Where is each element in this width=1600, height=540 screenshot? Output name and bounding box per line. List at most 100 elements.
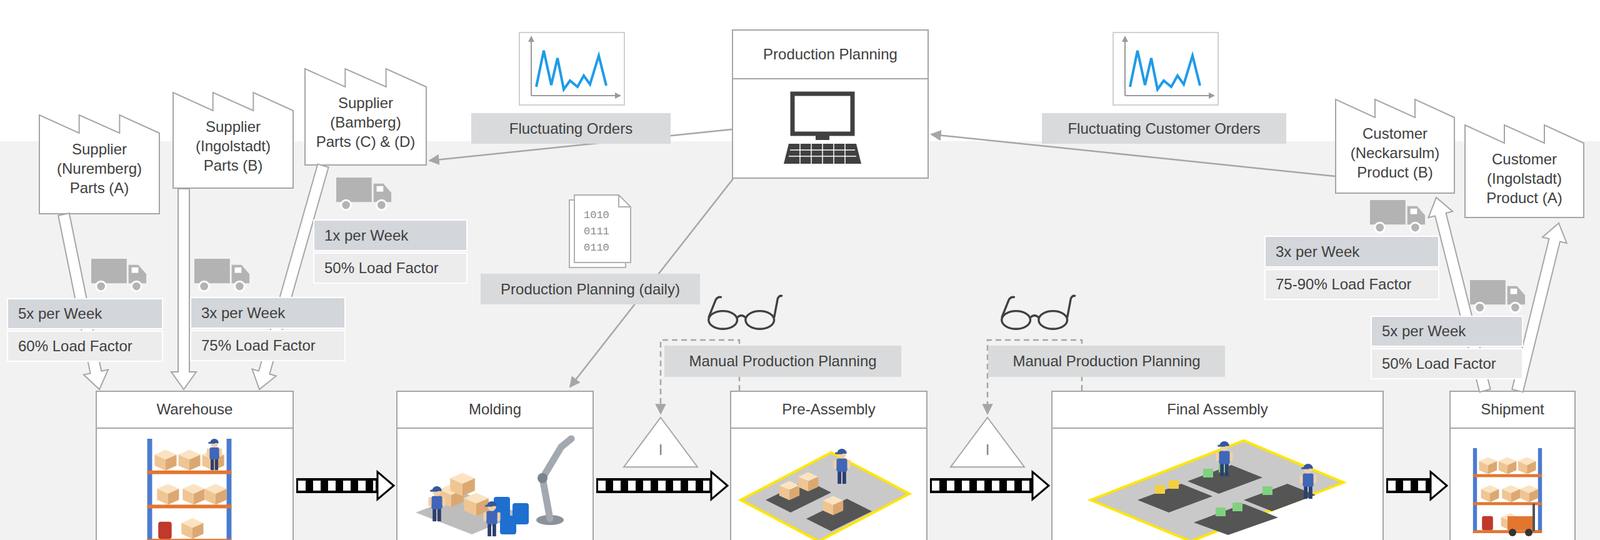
node-text-wrap: I	[949, 416, 1026, 460]
supplier-factory: Supplier (Nuremberg) Parts (A)	[38, 114, 160, 215]
push-arrow-body	[930, 478, 1033, 494]
edge-label: Fluctuating Orders	[471, 113, 671, 144]
flow-arrow	[296, 471, 394, 500]
header-divider	[1051, 427, 1384, 429]
binary-data-text: 0110	[581, 240, 625, 255]
delivery-info-label: 50% Load Factor	[1370, 348, 1524, 380]
node-label: Shipment	[1449, 390, 1576, 429]
delivery-info-label: 75-90% Load Factor	[1264, 268, 1440, 300]
final-assembly-station-part	[1232, 502, 1243, 512]
box-outline	[732, 30, 929, 179]
final-assembly-station-part	[1155, 485, 1165, 494]
flow-arrow	[596, 471, 728, 500]
node-text-wrap: Production Planning	[731, 29, 929, 79]
node-label: I	[622, 440, 699, 460]
process-box: Shipment	[1449, 390, 1576, 540]
supplier-factory: Supplier (Bamberg) Parts (C) & (D)	[304, 68, 427, 166]
box-outline	[730, 391, 927, 540]
node-text-wrap: Molding	[396, 390, 594, 429]
shipment-rack-part	[1507, 516, 1533, 530]
process-box: Molding	[396, 390, 594, 540]
node-label: Final Assembly	[1051, 390, 1384, 429]
truck-icon-part	[1370, 200, 1425, 233]
box-outline	[1051, 391, 1384, 540]
header-divider	[1450, 427, 1575, 429]
data-document-icon-part	[618, 195, 631, 207]
final-assembly-station-part	[1168, 480, 1179, 489]
delivery-info-label: 3x per Week	[190, 296, 346, 329]
box-outline	[1450, 391, 1575, 540]
pre-assembly-station-part	[798, 472, 819, 492]
node-label: Production Planning	[731, 29, 929, 79]
inventory-triangle: I	[949, 416, 1026, 469]
molding-cell-part	[500, 515, 517, 535]
final-assembly-station-part	[1215, 507, 1226, 517]
push-arrow-stripes	[1388, 480, 1429, 491]
push-arrow-body	[296, 478, 378, 494]
final-assembly-station-part	[1155, 480, 1179, 494]
push-arrow-head	[1430, 471, 1447, 500]
box-outline	[96, 391, 294, 540]
truck-icon-part	[194, 258, 250, 292]
node-text-wrap: Final Assembly	[1051, 390, 1384, 429]
delivery-info-label: 5x per Week	[1370, 315, 1524, 347]
final-assembly-station-part	[1262, 486, 1273, 495]
final-assembly-station-part	[1299, 463, 1317, 499]
node-text-wrap: Supplier (Nuremberg) Parts (A)	[38, 114, 160, 199]
push-arrow-body	[596, 478, 712, 494]
flow-arrow	[1386, 471, 1447, 500]
factory-outline	[173, 92, 294, 189]
customer-factory: Customer (Ingolstadt) Product (A)	[1464, 124, 1585, 219]
node-text-wrap: I	[622, 416, 699, 460]
final-assembly-station-part	[1203, 468, 1214, 478]
computer-icon-part	[783, 143, 862, 164]
node-text-wrap: Warehouse	[95, 390, 294, 429]
node-label: Supplier (Ingolstadt) Parts (B)	[180, 116, 286, 176]
delivery-info-label: 75% Load Factor	[190, 330, 346, 362]
delivery-info-label: 1x per Week	[313, 219, 468, 252]
molding-cell-part	[428, 486, 445, 522]
node-text-wrap: Customer (Neckarsulm) Product (B)	[1335, 98, 1455, 183]
node-text-wrap: Shipment	[1449, 390, 1576, 429]
factory-outline	[39, 115, 160, 214]
box-outline	[396, 391, 594, 540]
process-box: Warehouse	[95, 390, 294, 540]
node-label: Customer (Neckarsulm) Product (B)	[1342, 123, 1448, 183]
push-arrow-body	[1386, 478, 1431, 494]
header-divider	[730, 427, 927, 429]
truck-icon-part	[1470, 280, 1525, 313]
node-text-wrap: Customer (Ingolstadt) Product (A)	[1464, 124, 1585, 209]
edge-label: Fluctuating Customer Orders	[1041, 113, 1287, 144]
final-assembly-station-part	[1203, 463, 1273, 517]
order-chart-icon-part	[1113, 32, 1219, 105]
node-text-wrap: Supplier (Bamberg) Parts (C) & (D)	[304, 68, 427, 152]
shipment-rack-part	[1525, 528, 1533, 537]
shipment-rack-part	[1508, 528, 1517, 537]
header-divider	[96, 427, 294, 429]
factory-outline	[1465, 125, 1584, 218]
pre-assembly-station-part	[779, 481, 800, 501]
node-label: Supplier (Nuremberg) Parts (A)	[46, 139, 152, 199]
node-label: I	[949, 440, 1026, 460]
truck-icon-part	[91, 258, 147, 292]
node-label: Supplier (Bamberg) Parts (C) & (D)	[313, 93, 419, 152]
push-arrow-head	[377, 471, 394, 500]
glasses-icon-part	[1001, 295, 1076, 329]
computer-icon-part	[788, 143, 857, 164]
process-box: Pre-Assembly	[730, 390, 928, 540]
node-text-wrap: Pre-Assembly	[730, 390, 928, 429]
node-label: Pre-Assembly	[730, 390, 928, 429]
glasses-icon-part	[708, 295, 783, 329]
push-arrow-stripes	[598, 480, 710, 491]
flow-arrow	[930, 471, 1049, 500]
push-arrow-head	[1032, 471, 1049, 500]
header-divider	[732, 78, 929, 80]
binary-data-text: 0111	[581, 223, 625, 239]
molding-cell-part	[537, 473, 548, 484]
push-arrow-stripes	[931, 480, 1031, 491]
inventory-triangle: I	[622, 416, 699, 469]
planning-box: Production Planning	[731, 29, 929, 179]
node-label: Customer (Ingolstadt) Product (A)	[1471, 149, 1577, 209]
factory-outline	[305, 68, 427, 165]
